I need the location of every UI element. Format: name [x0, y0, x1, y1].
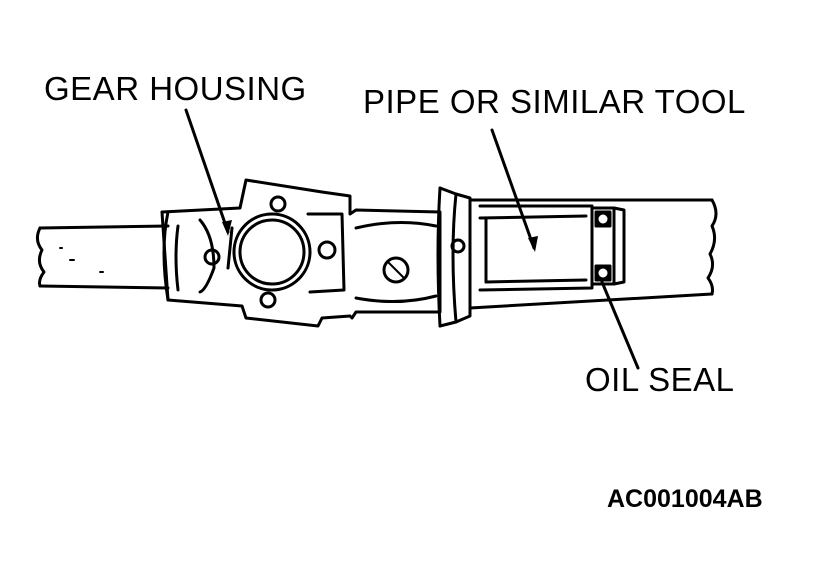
gear-housing-label: GEAR HOUSING: [44, 70, 307, 107]
flange-ring: [436, 186, 472, 328]
oil-seal: [590, 206, 626, 286]
gear-housing-arrowhead: [222, 220, 232, 236]
rack-tube: [35, 224, 170, 290]
gear-housing-leader: [184, 108, 230, 234]
pipe-tool-label: PIPE OR SIMILAR TOOL: [363, 83, 746, 120]
oil-seal-leader: [600, 280, 640, 370]
figure-code: AC001004AB: [607, 485, 763, 513]
right-tube: [468, 198, 718, 310]
gear-housing: [160, 178, 442, 328]
pipe-tool: [478, 204, 594, 292]
leader-lines: [184, 108, 640, 370]
pipe-tool-leader: [490, 128, 536, 250]
oil-seal-label: OIL SEAL: [585, 361, 735, 398]
pipe-tool-arrowhead: [528, 236, 538, 252]
